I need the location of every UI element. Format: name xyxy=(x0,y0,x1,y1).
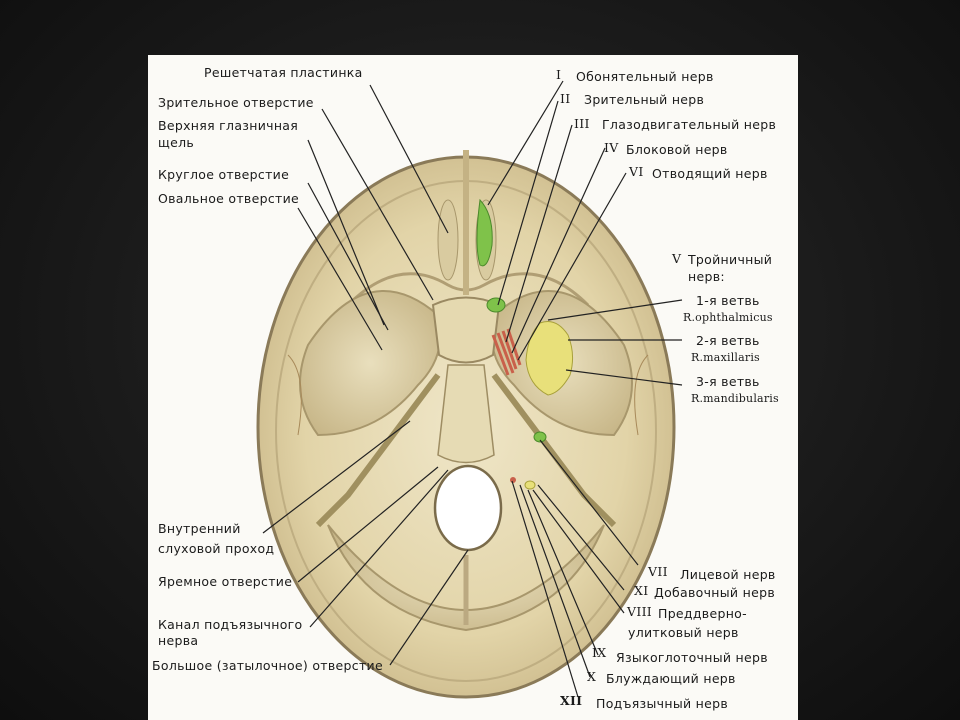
label-num-III: III xyxy=(574,116,590,131)
label-optic-nerve: Зрительный нерв xyxy=(584,92,705,107)
label-internal-acoustic-meatus-2: слуховой проход xyxy=(158,541,275,556)
label-abducens-nerve: Отводящий нерв xyxy=(652,166,768,181)
label-num-I: I xyxy=(556,67,562,82)
label-branch-3: 3-я ветвь xyxy=(696,374,760,389)
label-facial-nerve: Лицевой нерв xyxy=(680,567,776,582)
label-foramen-ovale: Овальное отверстие xyxy=(158,191,299,206)
label-num-V: V xyxy=(672,251,682,266)
trigeminal-nerve xyxy=(525,321,574,396)
label-num-VII: VII xyxy=(648,564,668,579)
label-branch-2-latin: R.maxillaris xyxy=(691,351,760,364)
skull-base-diagram: Решетчатая пластинка Зрительное отверсти… xyxy=(148,55,798,720)
skull-base-illustration xyxy=(256,80,683,699)
leader-lines-right xyxy=(487,80,683,698)
label-hypoglossal-canal-2: нерва xyxy=(158,633,199,648)
label-oculomotor-nerve: Глазодвигательный нерв xyxy=(602,117,777,132)
label-vestibulocochlear-nerve-2: улитковый нерв xyxy=(628,625,739,640)
label-superior-orbital-fissure-2: щель xyxy=(158,135,195,150)
label-num-II: II xyxy=(560,91,571,106)
label-num-IV: IV xyxy=(604,140,619,155)
label-num-XII: XII xyxy=(560,693,583,708)
label-hypoglossal-nerve: Подъязычный нерв xyxy=(596,696,729,711)
label-internal-acoustic-meatus: Внутренний xyxy=(158,521,241,536)
label-glossopharyngeal-nerve: Языкоглоточный нерв xyxy=(616,650,768,665)
label-foramen-rotundum: Круглое отверстие xyxy=(158,167,290,182)
label-vestibulocochlear-nerve: Преддверно- xyxy=(658,606,747,621)
label-hypoglossal-canal: Канал подъязычного xyxy=(158,617,303,632)
label-branch-1: 1-я ветвь xyxy=(696,293,760,308)
label-accessory-nerve: Добавочный нерв xyxy=(654,585,775,600)
leader-lines-left xyxy=(262,84,469,666)
label-num-XI: XI xyxy=(634,583,649,598)
label-foramen-magnum: Большое (затылочное) отверстие xyxy=(152,658,383,673)
label-branch-2: 2-я ветвь xyxy=(696,333,760,348)
label-jugular-foramen: Яремное отверстие xyxy=(158,574,293,589)
label-cribriform-plate: Решетчатая пластинка xyxy=(204,65,363,80)
label-superior-orbital-fissure: Верхняя глазничная xyxy=(158,118,299,133)
label-num-X: X xyxy=(587,669,597,684)
olfactory-nerve xyxy=(476,198,493,267)
label-vagus-nerve: Блуждающий нерв xyxy=(606,671,736,686)
label-trochlear-nerve: Блоковой нерв xyxy=(626,142,728,157)
label-trigeminal-nerve-2: нерв: xyxy=(688,269,725,284)
label-olfactory-nerve: Обонятельный нерв xyxy=(576,69,714,84)
label-num-VIII: VIII xyxy=(627,604,653,619)
label-branch-3-latin: R.mandibularis xyxy=(691,392,779,405)
label-num-IX: IX xyxy=(592,645,607,660)
label-trigeminal-nerve: Тройничный xyxy=(688,252,773,267)
label-num-VI: VI xyxy=(629,164,644,179)
foramen-magnum xyxy=(433,464,503,552)
label-optic-canal: Зрительное отверстие xyxy=(158,95,314,110)
optic-nerve xyxy=(486,297,506,313)
label-branch-1-latin: R.ophthalmicus xyxy=(683,311,773,324)
